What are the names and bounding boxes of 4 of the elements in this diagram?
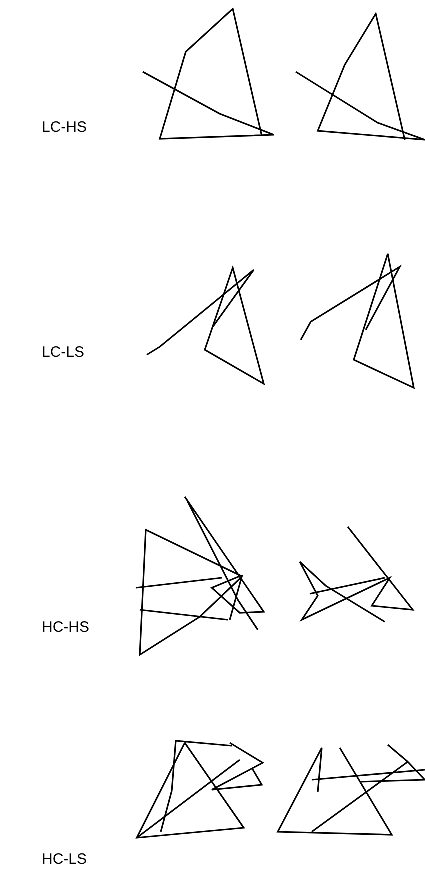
condition-label: HC-HS bbox=[42, 619, 90, 636]
condition-label: HC-LS bbox=[42, 851, 88, 868]
condition-label: LC-LS bbox=[42, 344, 85, 361]
condition-label: LC-HS bbox=[42, 119, 88, 136]
